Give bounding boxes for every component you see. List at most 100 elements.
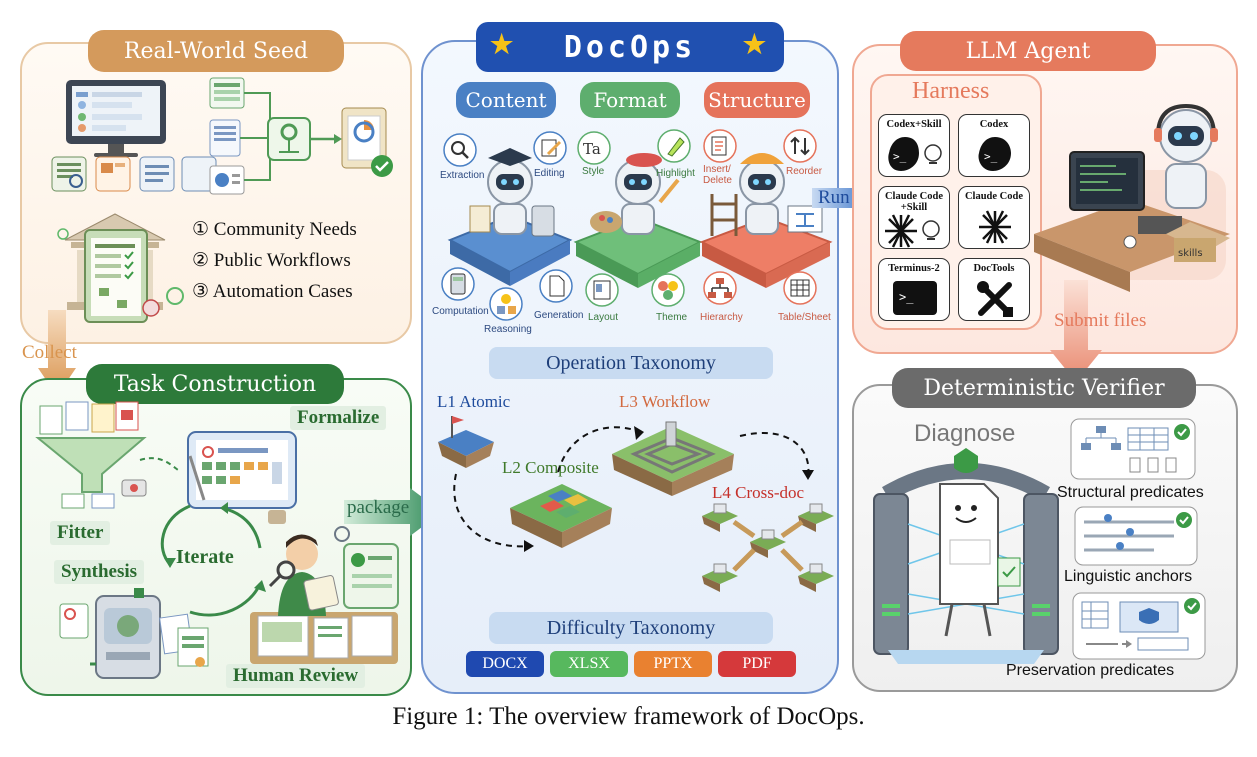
- reasoning-icon: [489, 287, 523, 321]
- extraction-icon: [443, 133, 477, 167]
- synthesis-machine-icon: [59, 588, 209, 679]
- skills-box-label: skills: [1178, 248, 1203, 259]
- l4-crossdoc-islands: [702, 503, 834, 592]
- claude-starburst-icon: [979, 210, 1011, 244]
- computation-icon: [441, 267, 475, 301]
- insert-delete-label: Insert/ Delete: [703, 164, 732, 186]
- level-l2-label: L2 Composite: [502, 458, 599, 477]
- document-icons-row: [51, 156, 217, 192]
- l3-workflow-island: [612, 421, 734, 496]
- content-category: Content: [456, 82, 556, 118]
- docops-title: DocOps: [563, 29, 697, 65]
- llm-agent-title: LLM Agent: [900, 31, 1156, 71]
- claude-code-card: Claude Code: [958, 186, 1030, 249]
- level-l3-label: L3 Workflow: [619, 392, 711, 411]
- generation-icon: [539, 269, 573, 303]
- funnel-filter-icon: [35, 401, 147, 509]
- style-glyph: Ta: [583, 140, 601, 158]
- diagnose-label: Diagnose: [914, 420, 1016, 447]
- table-sheet-label: Table/Sheet: [778, 312, 831, 323]
- structure-robot-puzzle: [699, 153, 833, 288]
- formalize-label: Formalize: [290, 406, 387, 430]
- linguistic-anchors-card: [1074, 506, 1198, 566]
- submit-files-arrow: [1050, 280, 1102, 382]
- l1-atomic-island: [438, 416, 494, 468]
- codex-card: Codex >_: [958, 114, 1030, 177]
- codex-logo-icon: >_: [978, 137, 1011, 171]
- tools-icon: [977, 281, 1013, 317]
- reasoning-label: Reasoning: [484, 324, 532, 335]
- terminus-title: Terminus-2: [888, 263, 940, 274]
- human-reviewer-icon: [250, 526, 399, 664]
- codex-skill-title: Codex+Skill: [886, 119, 942, 130]
- operation-taxonomy-label: Operation Taxonomy: [489, 347, 773, 379]
- terminal-glyph: >_: [893, 150, 907, 163]
- figure-caption: Figure 1: The overview framework of DocO…: [392, 703, 865, 730]
- seed-item-community-needs: ① Community Needs: [192, 219, 357, 240]
- codex-logo-icon: >_: [888, 137, 942, 171]
- table-sheet-icon: [783, 271, 817, 305]
- star-icon: ★: [490, 30, 518, 60]
- island-cluster: [702, 503, 834, 592]
- doctools-title: DocTools: [973, 263, 1015, 274]
- generation-label: Generation: [534, 310, 584, 321]
- hierarchy-icon: [703, 271, 737, 305]
- linguistic-anchors-label: Linguistic anchors: [1064, 568, 1193, 585]
- level-l1-label: L1 Atomic: [437, 392, 511, 411]
- level-l4-label: L4 Cross-doc: [712, 483, 805, 502]
- robot-at-computer-icon: skills: [1034, 103, 1230, 292]
- difficulty-taxonomy-label: Difficulty Taxonomy: [489, 612, 773, 644]
- pdf-badge: PDF: [718, 651, 796, 677]
- highlight-label: Highlight: [656, 168, 695, 179]
- theme-icon: [651, 273, 685, 307]
- terminal-glyph: >_: [984, 150, 998, 163]
- theme-label: Theme: [656, 312, 688, 323]
- xlsx-badge: XLSX: [550, 651, 628, 677]
- synthesis-label: Synthesis: [54, 560, 145, 584]
- verifier-title: Deterministic Verifier: [892, 368, 1196, 408]
- structural-predicates-label: Structural predicates: [1057, 484, 1204, 501]
- run-label: Run: [818, 187, 850, 208]
- structure-category: Structure: [704, 82, 810, 118]
- pptx-badge: PPTX: [634, 651, 712, 677]
- format-category: Format: [580, 82, 680, 118]
- iterate-cycle-arrows: [139, 457, 266, 617]
- preservation-predicates-card: [1072, 592, 1206, 660]
- claude-code-skill-title: Claude Code +Skill: [884, 191, 944, 213]
- submit-files-label: Submit files: [1054, 310, 1147, 331]
- collect-label: Collect: [22, 342, 77, 363]
- human-review-label: Human Review: [226, 664, 366, 688]
- claude-code-skill-card: Claude Code +Skill: [878, 186, 950, 249]
- reorder-icon: [783, 129, 817, 163]
- real-world-seed-title: Real-World Seed: [88, 30, 344, 72]
- reorder-label: Reorder: [786, 166, 823, 177]
- docops-title-banner: ★ DocOps ★: [476, 22, 784, 72]
- claude-code-title: Claude Code: [964, 191, 1024, 202]
- insert-delete-icon: [703, 129, 737, 163]
- fitter-label: Fitter: [50, 521, 111, 545]
- editing-icon: [533, 131, 567, 165]
- package-arrow: [344, 488, 442, 536]
- terminus-card: Terminus-2 >_: [878, 258, 950, 321]
- codex-title: Codex: [979, 119, 1009, 130]
- task-construction-title: Task Construction: [86, 364, 344, 404]
- style-label: Style: [582, 166, 605, 177]
- difficulty-path-arrows: [453, 426, 814, 552]
- computer-monitor-icon: [66, 80, 166, 157]
- highlight-icon: [657, 129, 691, 163]
- iterate-label: Iterate: [176, 546, 234, 568]
- content-robot-puzzle: [447, 148, 573, 286]
- seed-item-public-workflows: ② Public Workflows: [192, 250, 351, 271]
- structural-predicates-card: [1070, 418, 1196, 480]
- codex-skill-card: Codex+Skill >_: [878, 114, 950, 177]
- harness-label: Harness: [912, 78, 990, 104]
- seed-item-automation-cases: ③ Automation Cases: [192, 281, 353, 302]
- formalize-board-icon: [187, 431, 297, 524]
- claude-starburst-icon: [885, 214, 940, 248]
- docx-badge: DOCX: [466, 651, 544, 677]
- terminal-glyph: >_: [899, 290, 914, 304]
- computation-label: Computation: [432, 306, 489, 317]
- package-label: package: [347, 497, 410, 518]
- editing-label: Editing: [534, 168, 565, 179]
- extraction-label: Extraction: [440, 170, 485, 181]
